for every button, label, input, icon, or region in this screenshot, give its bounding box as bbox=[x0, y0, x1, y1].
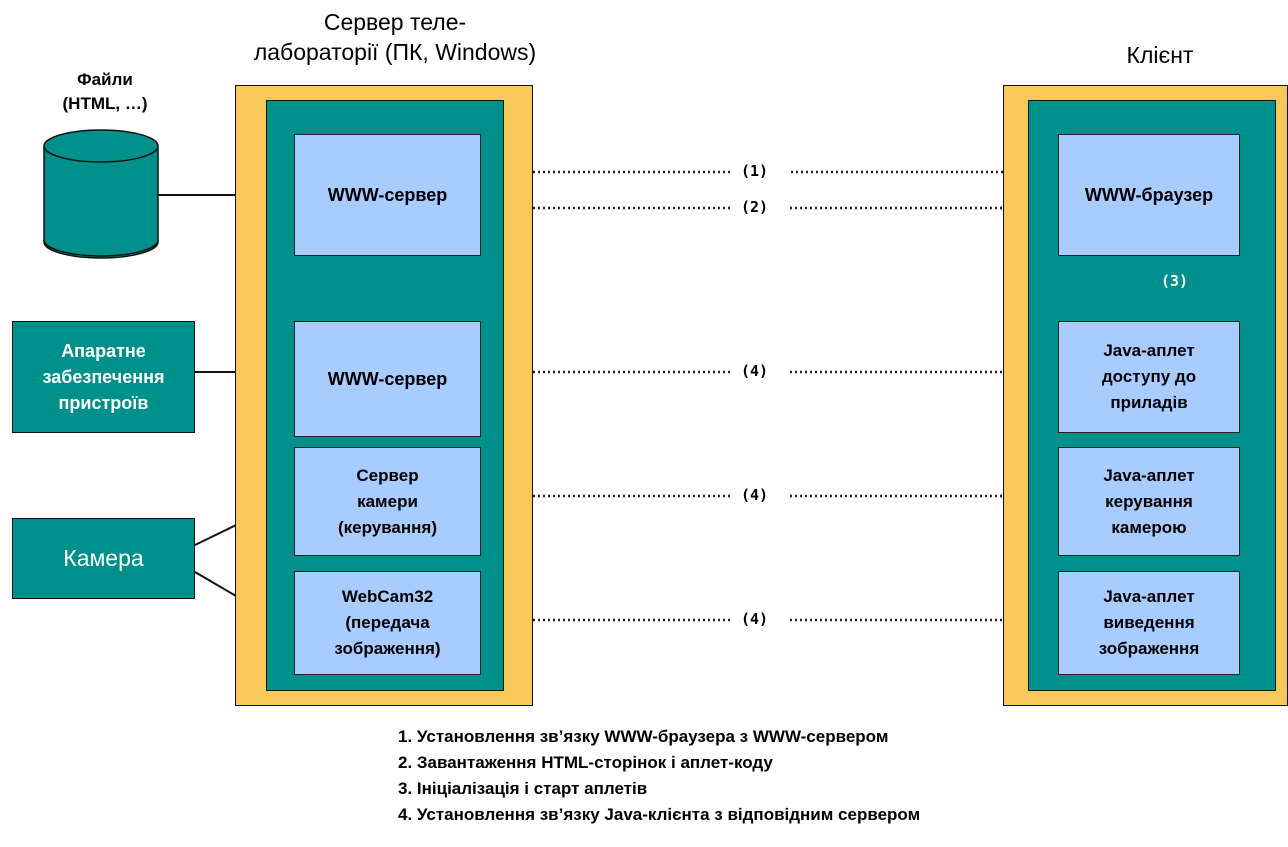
arrow-label-2: (2) bbox=[735, 198, 775, 216]
applet-camera-box: Java-аплет керування камерою bbox=[1058, 447, 1240, 556]
hardware-box: Апаратне забезпечення пристроїв bbox=[12, 321, 195, 433]
browser-box: WWW-браузер bbox=[1058, 134, 1240, 256]
www-server-box-1: WWW-сервер bbox=[294, 134, 481, 256]
arrow-label-4b: (4) bbox=[735, 486, 775, 504]
files-database-icon bbox=[43, 129, 159, 259]
arrow-label-3: (3) bbox=[1161, 272, 1189, 290]
arrow-label-4c: (4) bbox=[735, 610, 775, 628]
camera-server-box: Сервер камери (керування) bbox=[294, 447, 481, 556]
legend-item-1: 1. Установлення зв’язку WWW-браузера з W… bbox=[398, 727, 889, 746]
applet-image-box: Java-аплет виведення зображення bbox=[1058, 571, 1240, 675]
legend-item-4: 4. Установлення зв’язку Java-клієнта з в… bbox=[398, 805, 921, 824]
arrow-label-1: (1) bbox=[735, 162, 775, 180]
applet-access-box: Java-аплет доступу до приладів bbox=[1058, 321, 1240, 433]
webcam-box: WebCam32 (передача зображення) bbox=[294, 571, 481, 675]
legend-item-3: 3. Ініціалізація і старт аплетів bbox=[398, 779, 648, 798]
files-label: Файли (HTML, …) bbox=[62, 70, 148, 113]
arrow-label-4a: (4) bbox=[735, 362, 775, 380]
legend-item-2: 2. Завантаження HTML-сторінок і аплет-ко… bbox=[398, 753, 773, 772]
legend-list: 1. Установлення зв’язку WWW-браузера з W… bbox=[398, 724, 920, 828]
camera-box: Камера bbox=[12, 518, 195, 599]
server-title: Сервер теле- лабораторії (ПК, Windows) bbox=[253, 9, 537, 65]
www-server-box-2: WWW-сервер bbox=[294, 321, 481, 437]
client-title: Клієнт bbox=[1126, 42, 1194, 68]
